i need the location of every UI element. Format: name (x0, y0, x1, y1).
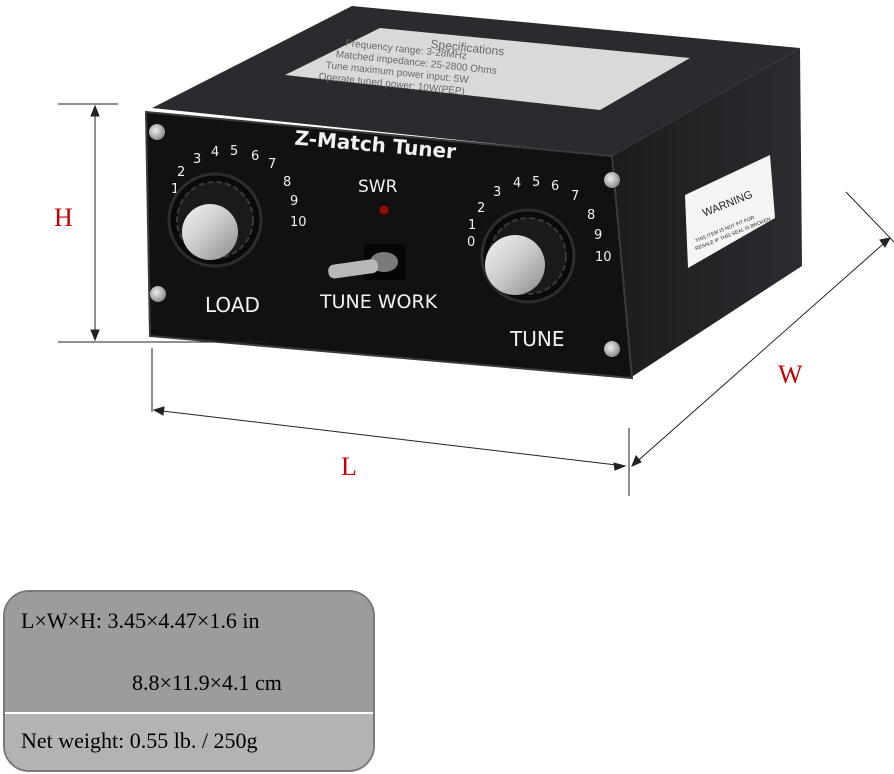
length-label: L (341, 452, 357, 481)
load-scale-number: 4 (211, 145, 219, 160)
load-scale-number: 3 (193, 152, 201, 167)
tuner-device: Specifications Frequency range: 3-28MHz … (144, 6, 802, 380)
l-arrow-right (613, 462, 627, 471)
screw (604, 341, 620, 357)
spec-box: L×W×H: 3.45×4.47×1.6 in 8.8×11.9×4.1 cm … (3, 590, 375, 772)
load-scale-number: 2 (177, 165, 185, 180)
load-scale-number: 10 (290, 215, 307, 230)
product-scene: Specifications Frequency range: 3-28MHz … (58, 6, 894, 496)
w-arrow-bottom (631, 455, 642, 467)
tune-scale-number: 4 (513, 176, 521, 191)
load-scale-number: 8 (283, 175, 291, 190)
tune-scale-number: 1 (468, 218, 476, 233)
dimension-lines (58, 103, 894, 496)
load-scale-number: 7 (268, 157, 276, 172)
net-weight: Net weight: 0.55 lb. / 250g (21, 728, 258, 753)
load-label: LOAD (205, 293, 260, 317)
tune-scale-number: 10 (595, 250, 612, 265)
tune-scale-number: 2 (477, 201, 485, 216)
screw (150, 286, 166, 302)
height-label: H (54, 203, 73, 232)
swr-led (378, 204, 390, 216)
tune-knob[interactable] (480, 208, 576, 304)
load-scale-number: 1 (171, 182, 179, 197)
load-knob[interactable] (167, 172, 263, 268)
tune-scale: 0 1 2 3 4 5 6 7 8 9 10 (467, 175, 612, 265)
tune-scale-number: 0 (467, 235, 475, 250)
tune-scale-number: 9 (594, 228, 602, 243)
load-scale-number: 9 (290, 194, 298, 209)
tune-label: TUNE (509, 327, 564, 351)
tune-scale-number: 3 (493, 185, 501, 200)
screw (604, 172, 620, 188)
w-dimension-line (631, 237, 891, 467)
h-arrow-bottom (90, 329, 100, 342)
l-arrow-left (152, 406, 165, 416)
tune-scale-number: 5 (532, 175, 540, 190)
load-scale: 1 2 3 4 5 6 7 8 9 10 (171, 144, 307, 230)
size-centimeters: 8.8×11.9×4.1 cm (132, 670, 282, 695)
screw (149, 124, 165, 140)
tune-work-switch[interactable] (327, 244, 406, 280)
tune-scale-number: 6 (551, 179, 559, 194)
h-arrow-top (90, 104, 100, 117)
spec-weight-band (5, 712, 373, 770)
load-scale-number: 5 (230, 144, 238, 159)
size-inches: L×W×H: 3.45×4.47×1.6 in (21, 608, 260, 633)
w-arrow-top (879, 237, 891, 248)
spec-plate: Specifications Frequency range: 3-28MHz … (285, 28, 690, 110)
spec-size-band (5, 592, 373, 712)
swr-label: SWR (358, 177, 398, 197)
width-label: W (778, 360, 803, 389)
tune-scale-number: 8 (587, 208, 595, 223)
switch-labels: TUNE WORK (319, 291, 438, 313)
l-dimension-line (153, 409, 626, 467)
load-scale-number: 6 (251, 149, 259, 164)
tune-scale-number: 7 (571, 189, 579, 204)
